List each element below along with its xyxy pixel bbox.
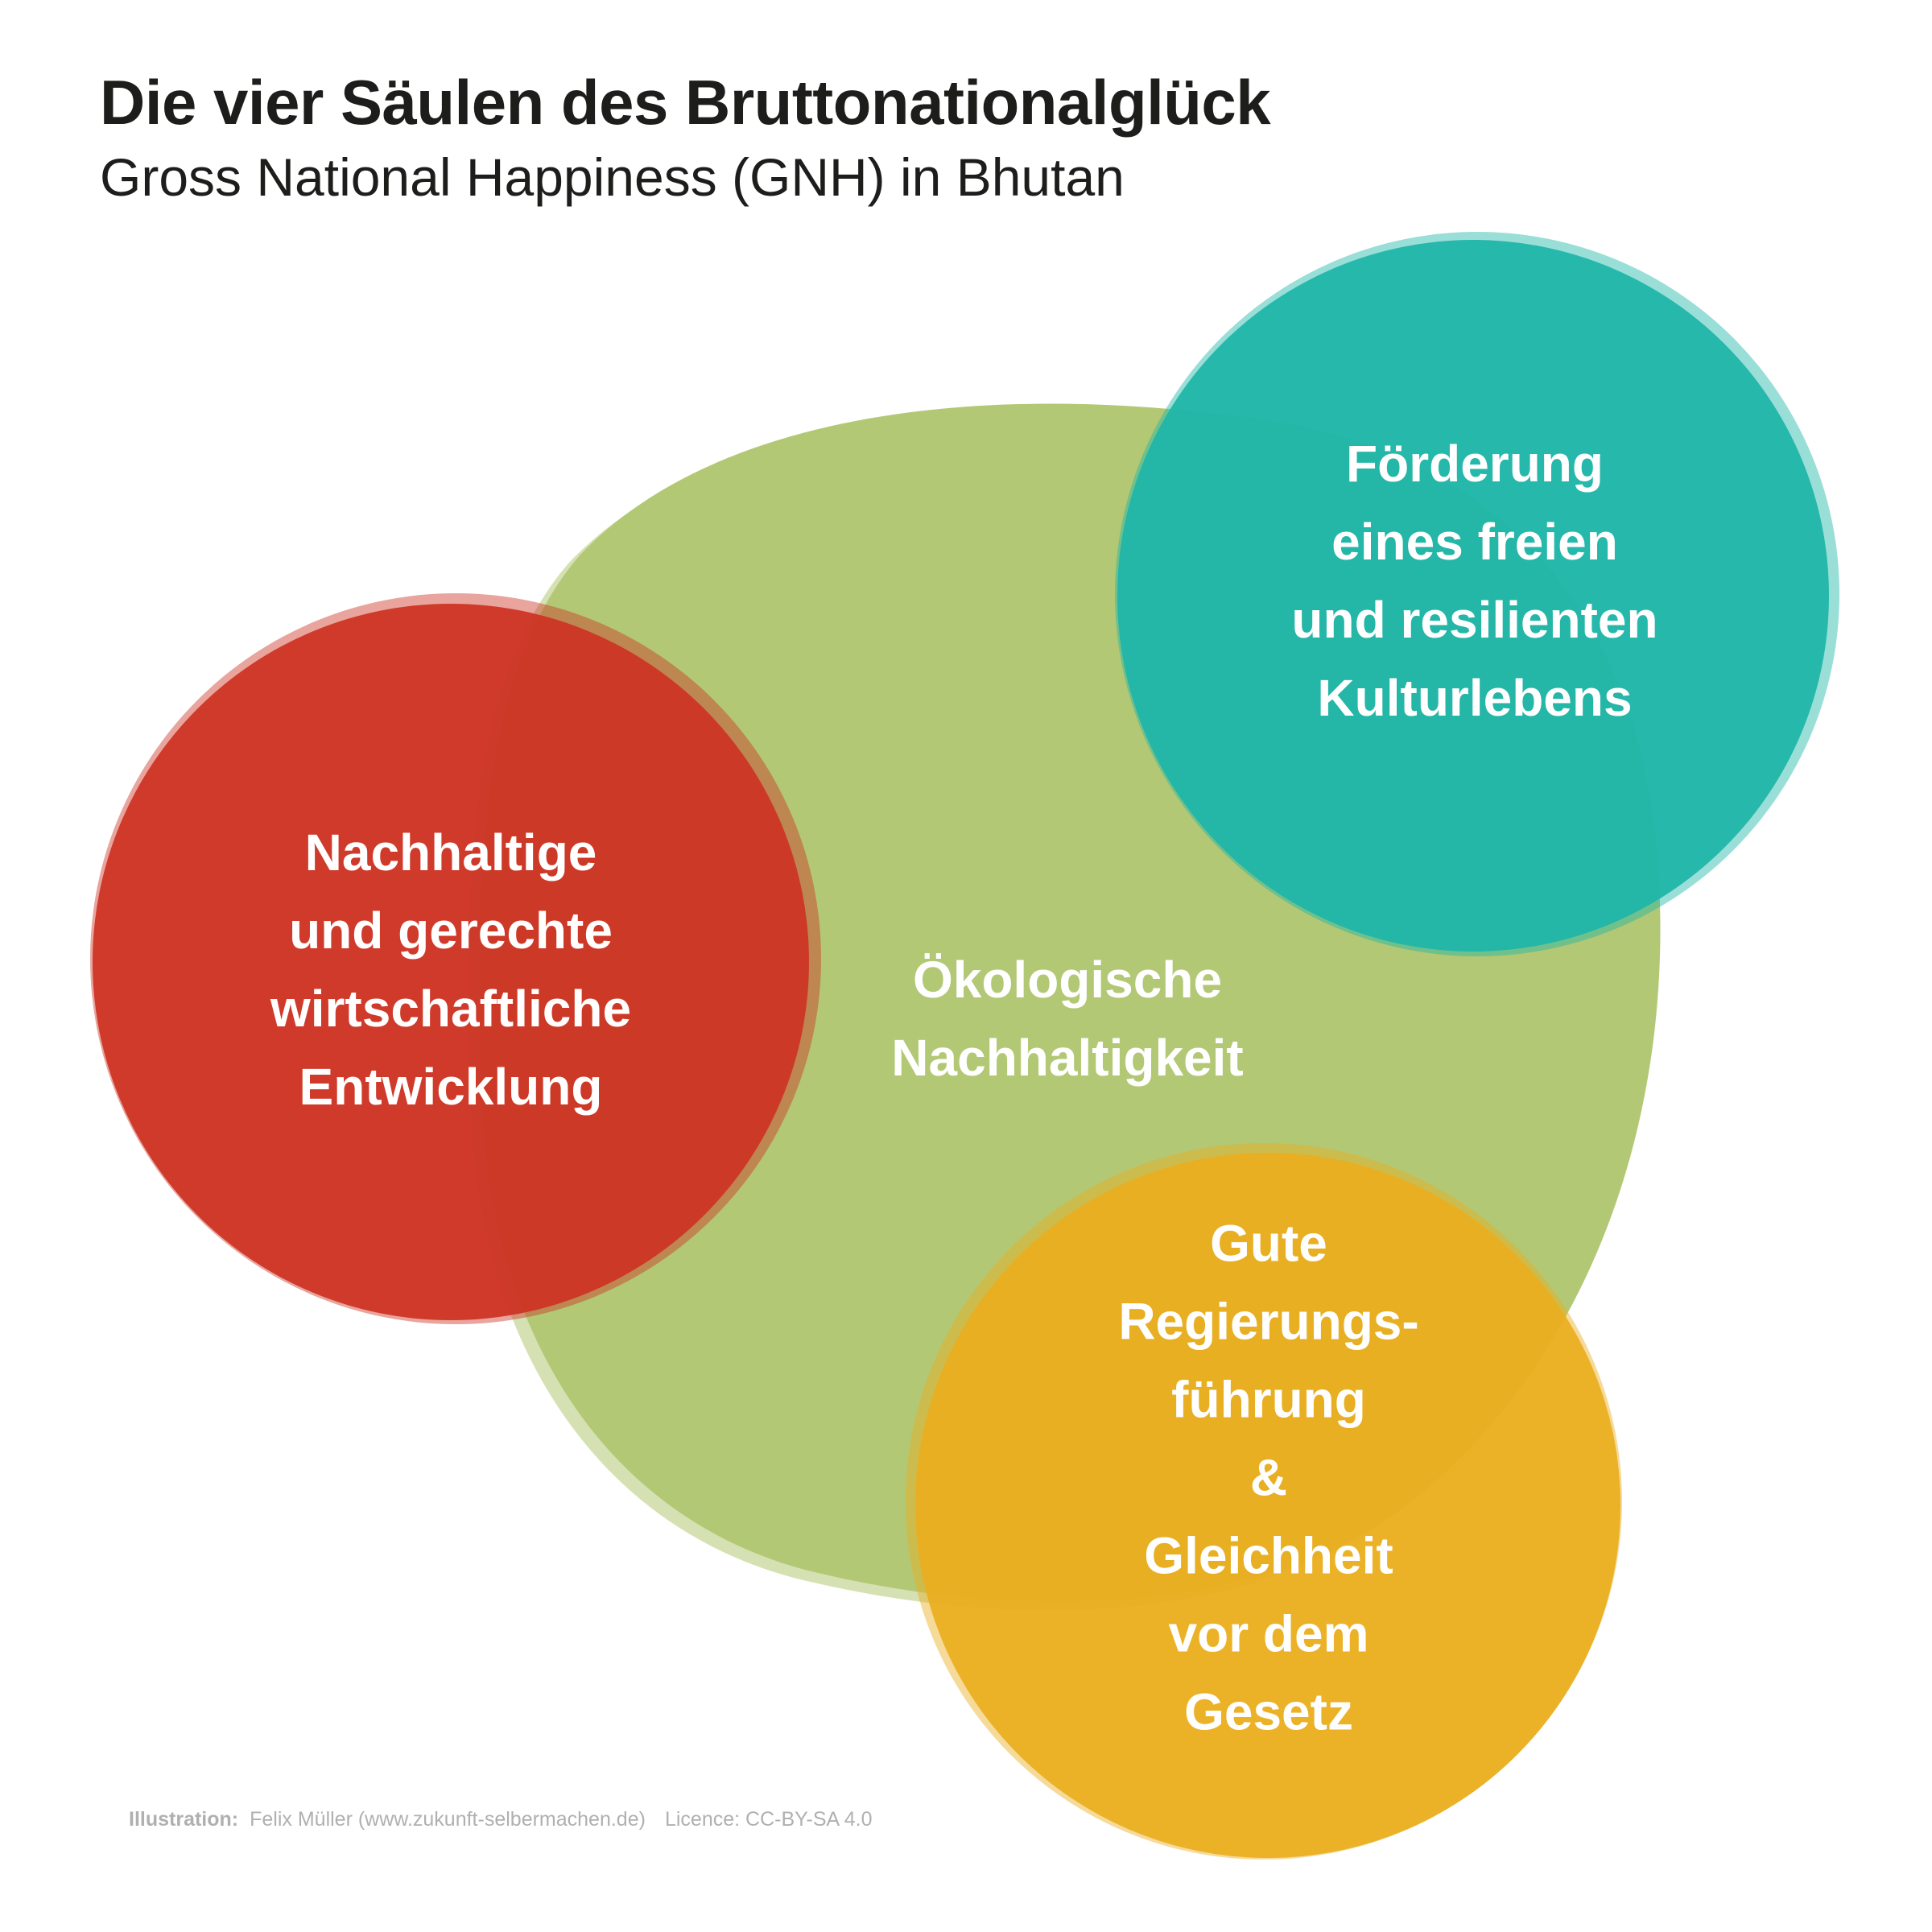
pillar-governance-label: Gute Regierungs- führung & Gleichheit vo… [1118,1214,1419,1741]
footer-licence: Licence: CC-BY-SA 4.0 [664,1808,873,1831]
footer-credit: Illustration: Felix Müller (www.zukunft-s… [129,1808,873,1831]
footer-author: Felix Müller (www.zukunft-selbermachen.d… [250,1808,646,1831]
footer-illustration-label: Illustration: [129,1808,239,1831]
pillar-ecology-label: Ökologische Nachhaltigkeit [891,951,1244,1087]
pillar-culture-circle [1115,232,1839,956]
pillar-governance-circle [906,1143,1622,1860]
page-subtitle: Gross National Happiness (GNH) in Bhutan [100,147,1125,207]
pillar-economy-label: Nachhaltige und gerechte wirtschaftliche… [270,824,632,1116]
page-title: Die vier Säulen des Bruttonationalglück [100,67,1271,138]
pillar-economy-circle [90,593,821,1324]
pillar-culture-label: Förderung eines freien und resilienten K… [1291,435,1658,727]
